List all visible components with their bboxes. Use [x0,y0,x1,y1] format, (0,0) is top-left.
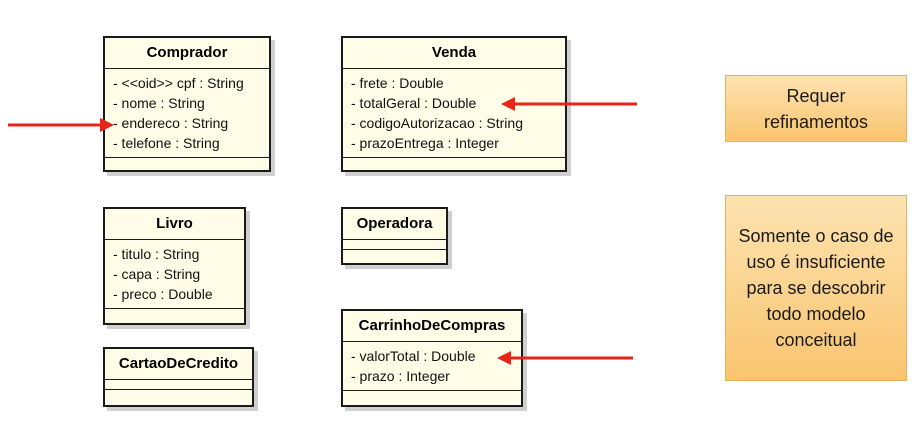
note-text: Somente o caso de uso é insuficiente par… [738,226,894,350]
attribute-compartment [105,380,252,390]
operation-compartment [343,391,521,403]
attribute: - preco : Double [113,286,213,302]
note-refinement: Requer refinamentos [725,75,907,142]
attribute: - totalGeral : Double [351,95,477,111]
class-name: CarrinhoDeCompras [343,311,521,342]
operation-compartment [105,309,244,321]
attribute: - endereco : String [113,115,229,131]
operation-compartment [343,158,565,170]
note-insufficient: Somente o caso de uso é insuficiente par… [725,195,907,381]
class-name: Livro [105,209,244,240]
attribute-compartment [343,240,446,250]
operation-compartment [105,390,252,402]
attribute-list: - <<oid>> cpf : String - nome : String -… [105,69,269,158]
attribute: - prazoEntrega : Integer [351,135,499,151]
attribute: - valorTotal : Double [351,348,476,364]
operation-compartment [343,250,446,262]
class-name: CartaoDeCredito [105,349,252,380]
class-cartao-de-credito: CartaoDeCredito [103,347,254,407]
class-comprador: Comprador - <<oid>> cpf : String - nome … [103,36,271,172]
operation-compartment [105,158,269,170]
attribute-list: - valorTotal : Double - prazo : Integer [343,342,521,391]
arrow-endereco [8,118,114,132]
class-name: Venda [343,38,565,69]
attribute-list: - titulo : String - capa : String - prec… [105,240,244,309]
note-text: Requer refinamentos [763,85,869,132]
attribute-list: - frete : Double - totalGeral : Double -… [343,69,565,158]
attribute: - <<oid>> cpf : String [113,75,244,91]
class-carrinho-de-compras: CarrinhoDeCompras - valorTotal : Double … [341,309,523,407]
class-operadora: Operadora [341,207,448,265]
attribute: - titulo : String [113,246,200,262]
class-name: Comprador [105,38,269,69]
attribute: - nome : String [113,95,205,111]
class-livro: Livro - titulo : String - capa : String … [103,207,246,325]
attribute: - prazo : Integer [351,368,450,384]
attribute: - frete : Double [351,75,444,91]
attribute: - capa : String [113,266,201,282]
class-venda: Venda - frete : Double - totalGeral : Do… [341,36,567,172]
attribute: - telefone : String [113,135,220,151]
attribute: - codigoAutorizacao : String [351,115,523,131]
class-name: Operadora [343,209,446,240]
